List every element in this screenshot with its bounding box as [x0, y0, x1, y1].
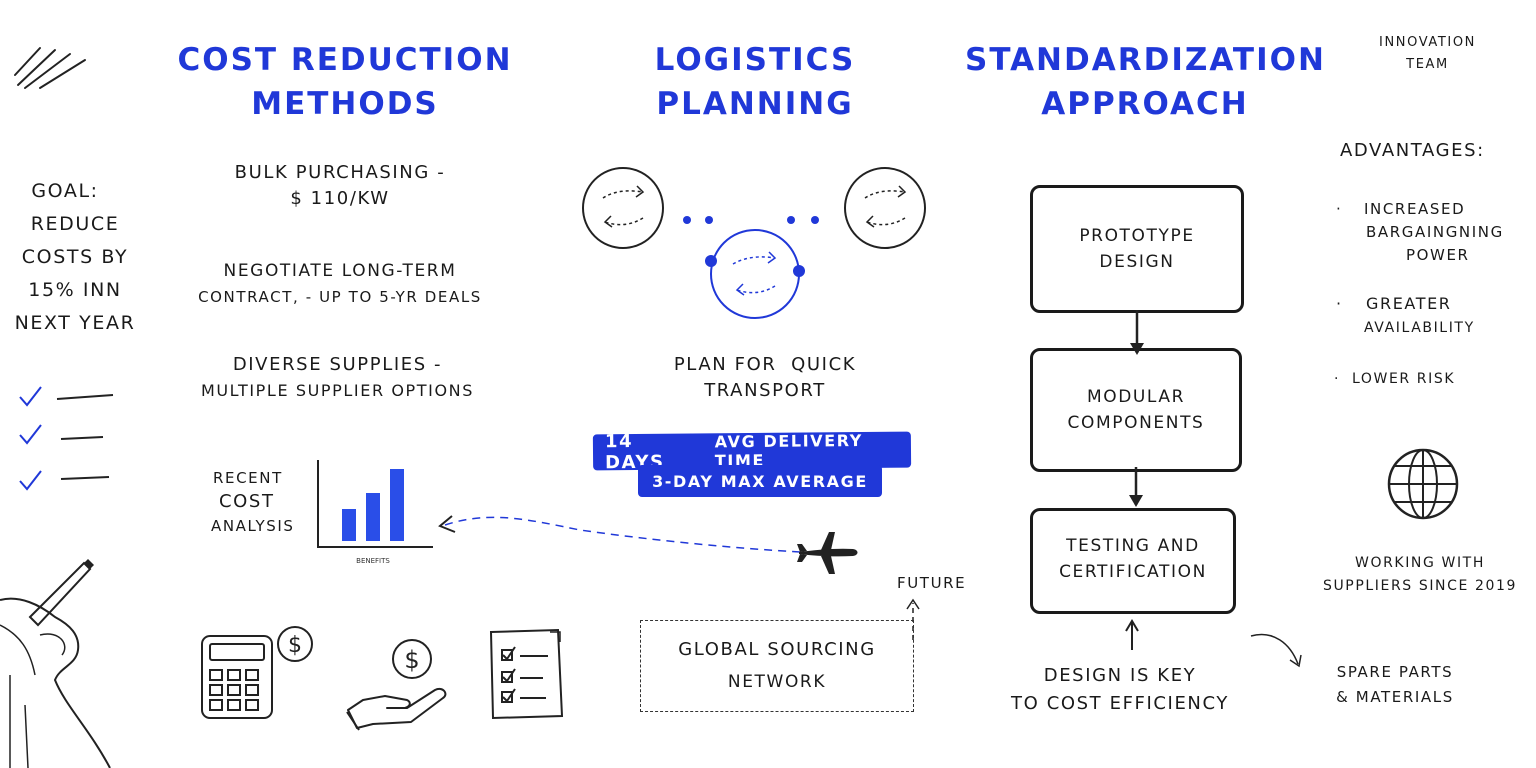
standardization-heading: STANDARDIZATION APPROACH — [965, 38, 1325, 126]
diverse-line1: DIVERSE SUPPLIES - — [232, 354, 443, 375]
team-line2: TEAM — [1406, 57, 1449, 72]
team-line1: INNOVATION — [1379, 35, 1476, 50]
chart-xlabel: BENEFITS — [356, 557, 390, 565]
checklist-icon — [19, 386, 114, 491]
hand-pencil-icon — [0, 559, 111, 768]
negotiate-line2: CONTRACT, - UP TO 5-YR DEALS — [198, 288, 482, 306]
curved-arrow-icon — [1250, 633, 1302, 668]
dashed-arrow-icon — [438, 515, 801, 553]
working-line1: WORKING WITH — [1355, 555, 1485, 571]
max-average-highlight: 3-DAY MAX AVERAGE — [638, 465, 882, 497]
cost-analysis-label: RECENT COST ANALYSIS — [205, 466, 315, 538]
cost-analysis-chart: BENEFITS — [317, 460, 433, 565]
dollar-symbol: $ — [404, 646, 419, 674]
network-line2: NETWORK — [727, 672, 827, 692]
adv1-line1: INCREASED — [1364, 200, 1466, 218]
bullet: · — [1336, 294, 1343, 313]
goal-line5: NEXT YEAR — [14, 312, 136, 334]
chart-bar — [342, 509, 356, 541]
plan-line2: TRANSPORT — [704, 380, 826, 401]
logistics-heading: LOGISTICS PLANNING — [620, 38, 890, 126]
goal-line4: 15% INN — [28, 279, 122, 301]
diverse-line2: MULTIPLE SUPPLIER OPTIONS — [200, 381, 475, 400]
standard-heading-line2: APPROACH — [1041, 86, 1249, 122]
goal-text: GOAL: REDUCE COSTS BY 15% INN NEXT YEAR — [5, 175, 145, 340]
cost-heading: COST REDUCTION METHODS — [170, 38, 520, 126]
design-line1: DESIGN IS KEY — [1043, 665, 1197, 686]
prototype-design-box: PROTOTYPE DESIGN — [1030, 185, 1244, 313]
quick-transport-text: PLAN FOR QUICK TRANSPORT — [620, 352, 910, 404]
step3-line1: TESTING AND — [1066, 536, 1200, 556]
bulk-line1: BULK PURCHASING - — [234, 162, 446, 183]
flow-arrows — [1125, 310, 1144, 650]
bulk-purchasing-text: BULK PURCHASING - $ 110/KW — [170, 160, 510, 212]
working-line2: SUPPLIERS SINCE 2019 — [1322, 578, 1518, 594]
dollar-coin-icon: $ — [277, 626, 313, 662]
calculator-icon — [201, 635, 273, 719]
bullet: · — [1334, 371, 1341, 387]
airplane-icon — [797, 532, 858, 574]
cost-heading-line2: METHODS — [251, 86, 439, 122]
analysis-line1: RECENT — [213, 469, 283, 487]
testing-certification-box: TESTING AND CERTIFICATION — [1030, 508, 1236, 614]
standard-heading-line1: STANDARDIZATION — [965, 42, 1326, 78]
clipboard-checklist-icon — [489, 628, 564, 720]
step3-line2: CERTIFICATION — [1059, 562, 1207, 582]
cost-heading-line1: COST REDUCTION — [177, 42, 513, 78]
bullet: · — [1336, 200, 1343, 218]
future-label: FUTURE — [897, 574, 967, 592]
max-average-label: 3-DAY MAX AVERAGE — [652, 471, 868, 491]
plan-line1: PLAN FOR QUICK — [673, 354, 857, 375]
logistics-heading-line2: PLANNING — [656, 86, 854, 122]
spare-line1: SPARE PARTS — [1336, 663, 1454, 681]
bulk-line2: $ 110/KW — [290, 188, 390, 209]
chart-bar — [390, 469, 404, 541]
advantage-item-2: · GREATER AVAILABILITY — [1336, 292, 1526, 340]
adv1-line2: BARGAINGNING — [1366, 223, 1504, 241]
logistics-heading-line1: LOGISTICS — [654, 42, 856, 78]
step1-line2: DESIGN — [1099, 252, 1175, 272]
advantage-item-3: · LOWER RISK — [1334, 366, 1524, 392]
design-line2: TO COST EFFICIENCY — [1011, 693, 1229, 714]
advantage-item-1: · INCREASED BARGAINGNING POWER — [1336, 198, 1526, 267]
negotiate-line1: NEGOTIATE LONG-TERM — [223, 261, 457, 281]
adv1-line3: POWER — [1406, 246, 1470, 264]
logistics-flow-diagram — [582, 167, 926, 319]
design-key-text: DESIGN IS KEY TO COST EFFICIENCY — [990, 662, 1250, 718]
adv2-line1: GREATER — [1366, 294, 1452, 313]
network-line1: GLOBAL SOURCING — [678, 639, 876, 660]
adv2-line2: AVAILABILITY — [1364, 320, 1475, 336]
global-sourcing-network-box: GLOBAL SOURCING NETWORK — [640, 620, 914, 712]
adv3-label: LOWER RISK — [1352, 371, 1456, 387]
scribble-icon — [14, 47, 86, 89]
diverse-supplies-text: DIVERSE SUPPLIES - MULTIPLE SUPPLIER OPT… — [165, 352, 510, 404]
dollar-symbol: $ — [288, 633, 302, 658]
step2-line2: COMPONENTS — [1067, 413, 1205, 433]
step2-line1: MODULAR — [1086, 387, 1186, 407]
analysis-line3: ANALYSIS — [211, 517, 295, 535]
chart-bar — [366, 493, 380, 541]
working-with-suppliers-text: WORKING WITH SUPPLIERS SINCE 2019 — [1305, 552, 1535, 598]
spare-line2: & MATERIALS — [1336, 688, 1454, 706]
negotiate-text: NEGOTIATE LONG-TERM CONTRACT, - UP TO 5-… — [165, 258, 515, 310]
analysis-line2: COST — [219, 491, 275, 512]
goal-line1: GOAL: — [31, 180, 99, 202]
innovation-team-text: INNOVATION TEAM — [1370, 32, 1485, 76]
hand-coin-icon: $ — [346, 639, 447, 731]
goal-line2: REDUCE — [30, 213, 120, 235]
goal-line3: COSTS BY — [21, 246, 129, 268]
spare-parts-text: SPARE PARTS & MATERIALS — [1310, 660, 1480, 710]
step1-line1: PROTOTYPE — [1079, 226, 1195, 246]
globe-icon — [1387, 448, 1459, 520]
advantages-title: ADVANTAGES: — [1340, 140, 1485, 161]
